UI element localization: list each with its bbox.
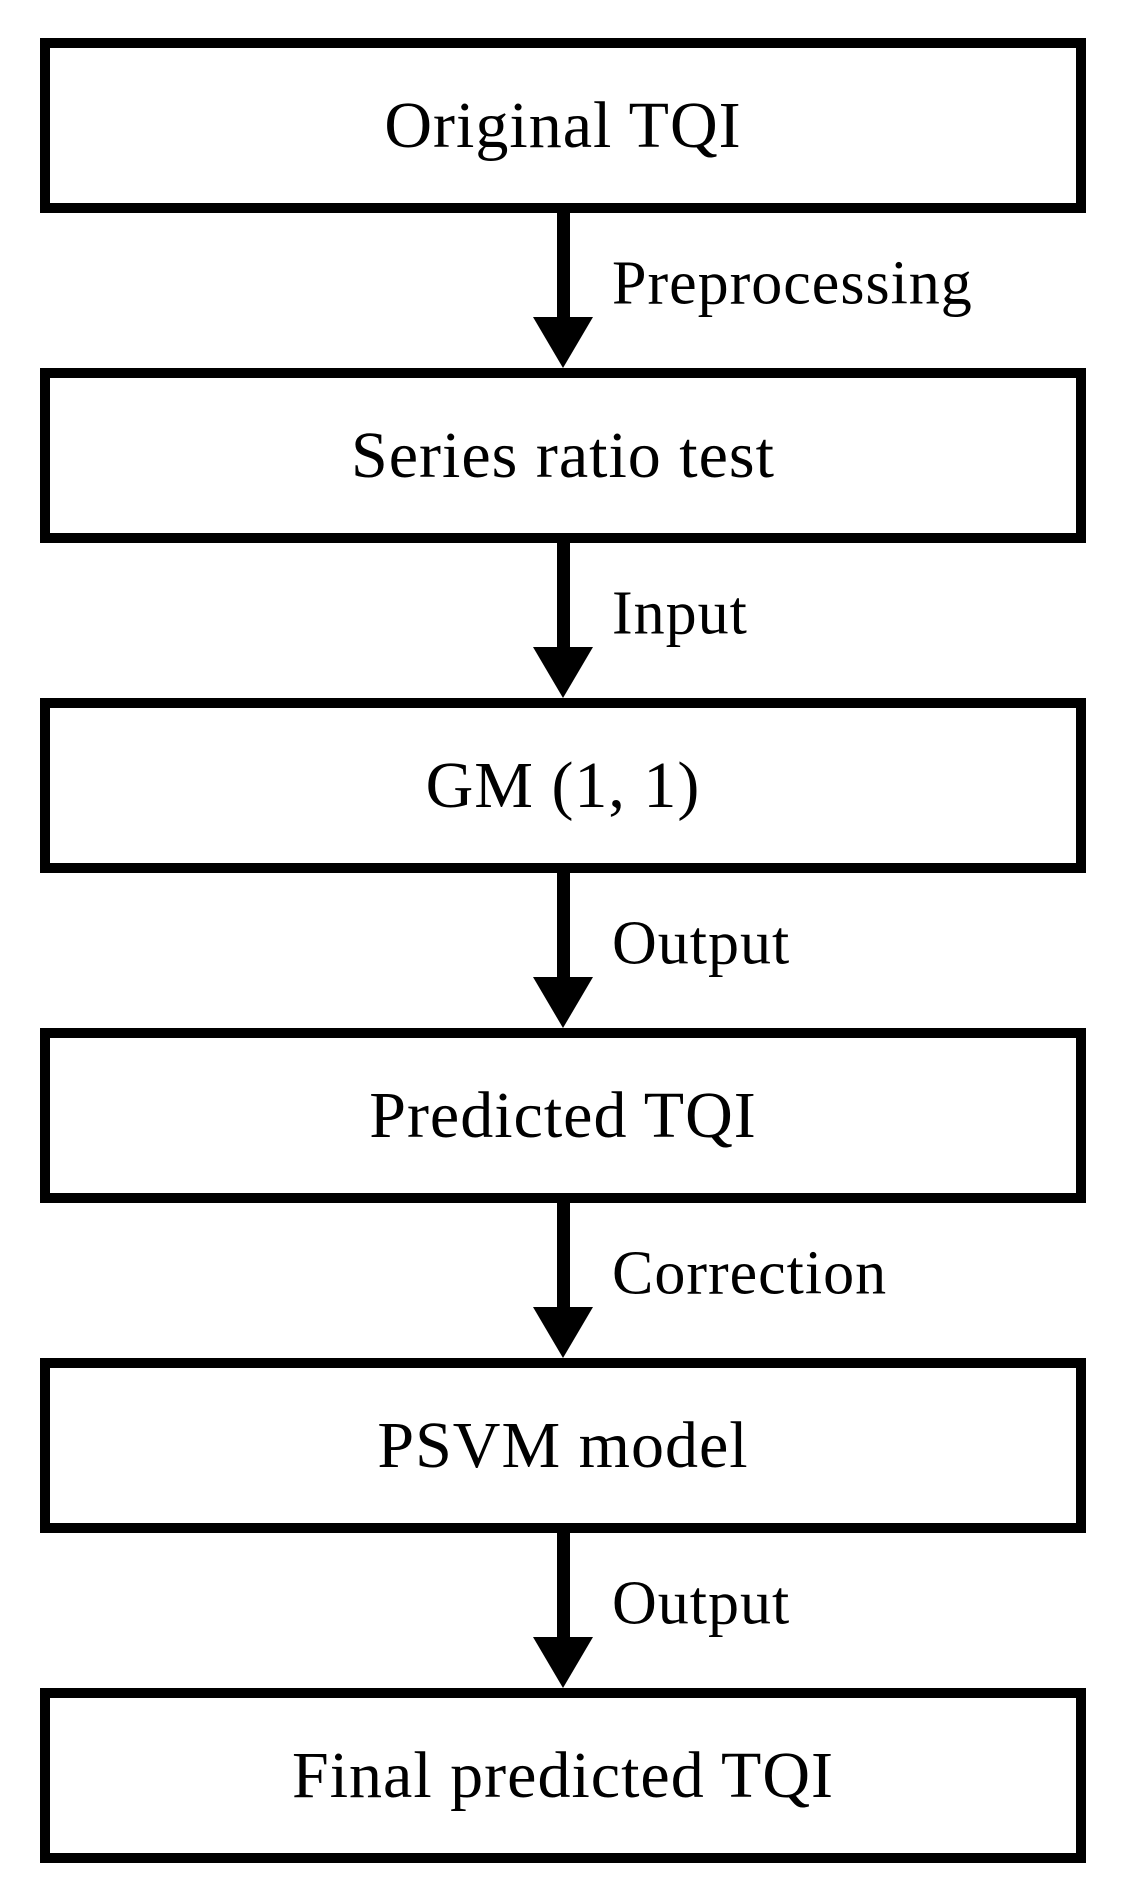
arrow-down-icon [533,543,593,698]
node-series-ratio-test: Series ratio test [40,368,1086,543]
arrow-stem [556,213,570,317]
edge-label-preprocessing: Preprocessing [612,248,973,317]
arrow-head [533,1637,593,1688]
node-gm-1-1-label: GM (1, 1) [425,748,701,822]
connector-preprocessing: Preprocessing [0,213,1124,368]
node-original-tqi: Original TQI [40,38,1086,213]
connector-input: Input [0,543,1124,698]
arrow-down-icon [533,1203,593,1358]
node-predicted-tqi: Predicted TQI [40,1028,1086,1203]
arrow-stem [556,1533,570,1637]
connector-output-2: Output [0,1533,1124,1688]
arrow-head [533,977,593,1028]
arrow-stem [556,1203,570,1307]
node-psvm-model: PSVM model [40,1358,1086,1533]
connector-output-1: Output [0,873,1124,1028]
node-psvm-model-label: PSVM model [377,1408,749,1482]
edge-label-output-2: Output [612,1568,791,1637]
arrow-head [533,647,593,698]
arrow-stem [556,543,570,647]
arrow-head [533,1307,593,1358]
node-final-predicted-tqi-label: Final predicted TQI [292,1738,834,1812]
edge-label-correction: Correction [612,1238,888,1307]
arrow-stem [556,873,570,977]
arrow-down-icon [533,873,593,1028]
edge-label-input: Input [612,578,748,647]
arrow-down-icon [533,213,593,368]
node-series-ratio-test-label: Series ratio test [351,418,775,492]
arrow-down-icon [533,1533,593,1688]
connector-correction: Correction [0,1203,1124,1358]
edge-label-output-1: Output [612,908,791,977]
arrow-head [533,317,593,368]
node-final-predicted-tqi: Final predicted TQI [40,1688,1086,1863]
node-original-tqi-label: Original TQI [384,88,742,162]
node-gm-1-1: GM (1, 1) [40,698,1086,873]
node-predicted-tqi-label: Predicted TQI [369,1078,757,1152]
